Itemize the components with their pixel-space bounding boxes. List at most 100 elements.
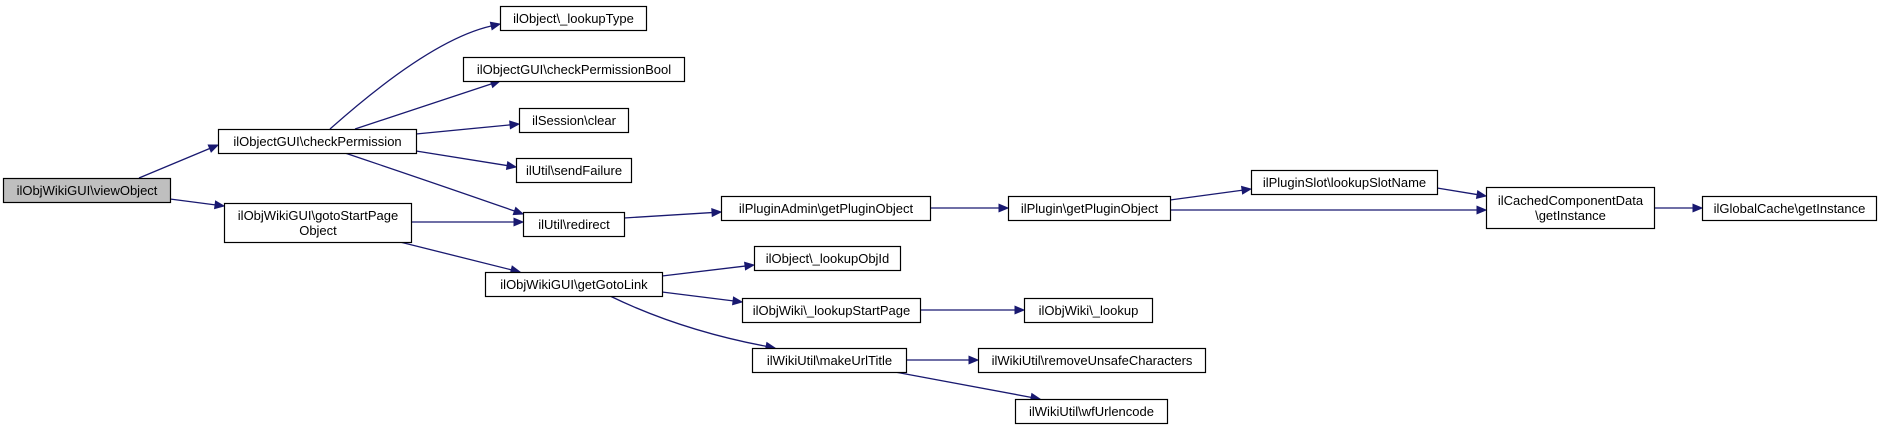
node-label: ilWikiUtil\wfUrlencode bbox=[1029, 404, 1154, 419]
edge-line bbox=[415, 150, 508, 167]
edge-gotoStartPageObject-to-redirect bbox=[411, 217, 525, 227]
node-getGotoLink[interactable]: ilObjWikiGUI\getGotoLink bbox=[484, 271, 664, 298]
node-box bbox=[751, 347, 908, 374]
node-lookupObjId[interactable]: ilObject\_lookupObjId bbox=[753, 245, 902, 272]
node-box bbox=[462, 56, 686, 83]
node-label: ilObjWiki\_lookup bbox=[1039, 303, 1139, 318]
edge-line bbox=[1436, 187, 1478, 196]
node-box bbox=[1007, 195, 1172, 222]
edge-pluginGetPluginObject-to-cachedGetInstance bbox=[1170, 205, 1488, 215]
edge-line bbox=[344, 152, 515, 212]
node-label: ilGlobalCache\getInstance bbox=[1714, 201, 1866, 216]
node-label: ilPluginSlot\lookupSlotName bbox=[1263, 175, 1426, 190]
arrowhead-icon bbox=[1476, 205, 1488, 215]
arrowhead-icon bbox=[998, 203, 1010, 213]
edge-pluginAdminGetPluginObject-to-pluginGetPluginObject bbox=[930, 203, 1010, 213]
edge-viewObject-to-gotoStartPageObject bbox=[169, 198, 226, 210]
edge-checkPermission-to-lookupType bbox=[329, 21, 502, 130]
node-lookupType[interactable]: ilObject\_lookupType bbox=[499, 5, 648, 32]
edge-lookupStartPage-to-wikiLookup bbox=[920, 305, 1026, 315]
node-checkPermission[interactable]: ilObjectGUI\checkPermission bbox=[217, 128, 418, 155]
edge-line bbox=[623, 211, 713, 219]
node-label: ilUtil\redirect bbox=[538, 217, 610, 232]
node-label: ilSession\clear bbox=[532, 113, 616, 128]
edge-checkPermission-to-sessionClear bbox=[415, 120, 521, 135]
node-lookupSlotName[interactable]: ilPluginSlot\lookupSlotName bbox=[1250, 169, 1439, 196]
arrowhead-icon bbox=[489, 21, 502, 31]
node-makeUrlTitle[interactable]: ilWikiUtil\makeUrlTitle bbox=[751, 347, 908, 374]
edge-line bbox=[399, 241, 512, 271]
arrowhead-icon bbox=[513, 217, 525, 227]
edge-lookupSlotName-to-cachedGetInstance bbox=[1436, 187, 1488, 199]
node-box bbox=[1701, 195, 1878, 222]
arrowhead-icon bbox=[213, 200, 226, 210]
node-label: ilWikiUtil\removeUnsafeCharacters bbox=[992, 353, 1193, 368]
node-label: Object bbox=[299, 223, 337, 238]
edge-line bbox=[609, 295, 767, 347]
node-pluginGetPluginObject[interactable]: ilPlugin\getPluginObject bbox=[1007, 195, 1172, 222]
edge-gotoStartPageObject-to-getGotoLink bbox=[399, 241, 522, 275]
arrowhead-icon bbox=[732, 296, 744, 306]
arrowhead-icon bbox=[1240, 185, 1253, 195]
node-box bbox=[741, 297, 922, 324]
node-box bbox=[518, 107, 630, 134]
edge-line bbox=[169, 198, 216, 206]
edge-line bbox=[138, 147, 210, 179]
edge-line bbox=[415, 124, 511, 135]
arrowhead-icon bbox=[968, 355, 980, 365]
arrowhead-icon bbox=[711, 208, 723, 218]
arrowhead-icon bbox=[1014, 305, 1026, 315]
node-globalCacheGetInstance[interactable]: ilGlobalCache\getInstance bbox=[1701, 195, 1878, 222]
node-redirect[interactable]: ilUtil\redirect bbox=[522, 211, 626, 238]
edge-checkPermission-to-checkPermissionBool bbox=[354, 79, 502, 130]
node-label: ilObjectGUI\checkPermission bbox=[233, 134, 401, 149]
edge-line bbox=[354, 83, 492, 130]
node-label: ilObjectGUI\checkPermissionBool bbox=[477, 62, 671, 77]
node-label: \getInstance bbox=[1535, 208, 1606, 223]
edge-line bbox=[894, 371, 1032, 398]
node-lookupStartPage[interactable]: ilObjWiki\_lookupStartPage bbox=[741, 297, 922, 324]
node-label: ilUtil\sendFailure bbox=[526, 163, 622, 178]
edge-getGotoLink-to-lookupObjId bbox=[661, 261, 756, 277]
arrowhead-icon bbox=[207, 144, 220, 153]
node-label: ilObjWikiGUI\viewObject bbox=[17, 183, 158, 198]
node-box bbox=[1023, 297, 1154, 324]
edge-viewObject-to-checkPermission bbox=[138, 144, 220, 179]
edge-cachedGetInstance-to-globalCacheGetInstance bbox=[1654, 203, 1704, 213]
node-box bbox=[522, 211, 626, 238]
arrowhead-icon bbox=[744, 261, 756, 271]
node-box bbox=[1485, 186, 1656, 230]
node-wfUrlencode[interactable]: ilWikiUtil\wfUrlencode bbox=[1014, 398, 1169, 425]
arrowhead-icon bbox=[505, 161, 518, 170]
edge-redirect-to-pluginAdminGetPluginObject bbox=[623, 208, 723, 219]
node-box bbox=[217, 128, 418, 155]
node-sendFailure[interactable]: ilUtil\sendFailure bbox=[515, 157, 633, 184]
node-box bbox=[977, 347, 1207, 374]
arrowhead-icon bbox=[1692, 203, 1704, 213]
node-box bbox=[2, 177, 172, 204]
edge-getGotoLink-to-lookupStartPage bbox=[661, 291, 744, 306]
node-label: ilWikiUtil\makeUrlTitle bbox=[767, 353, 892, 368]
node-removeUnsafeCharacters[interactable]: ilWikiUtil\removeUnsafeCharacters bbox=[977, 347, 1207, 374]
edge-line bbox=[1169, 189, 1243, 201]
node-cachedGetInstance[interactable]: ilCachedComponentData\getInstance bbox=[1485, 186, 1656, 230]
node-viewObject[interactable]: ilObjWikiGUI\viewObject bbox=[2, 177, 172, 204]
node-wikiLookup[interactable]: ilObjWiki\_lookup bbox=[1023, 297, 1154, 324]
node-sessionClear[interactable]: ilSession\clear bbox=[518, 107, 630, 134]
edge-line bbox=[661, 265, 746, 277]
node-pluginAdminGetPluginObject[interactable]: ilPluginAdmin\getPluginObject bbox=[720, 195, 932, 222]
edge-line bbox=[661, 291, 734, 302]
node-box bbox=[720, 195, 932, 222]
node-label: ilPluginAdmin\getPluginObject bbox=[739, 201, 914, 216]
node-checkPermissionBool[interactable]: ilObjectGUI\checkPermissionBool bbox=[462, 56, 686, 83]
call-nodes: ilObjWikiGUI\viewObject ilObjectGUI\check… bbox=[2, 5, 1878, 425]
node-box bbox=[223, 202, 413, 244]
node-label: ilCachedComponentData bbox=[1498, 193, 1644, 208]
edge-checkPermission-to-redirect bbox=[344, 152, 525, 216]
node-label: ilPlugin\getPluginObject bbox=[1021, 201, 1159, 216]
node-label: ilObjWiki\_lookupStartPage bbox=[753, 303, 911, 318]
arrowhead-icon bbox=[512, 206, 525, 216]
node-box bbox=[1250, 169, 1439, 196]
